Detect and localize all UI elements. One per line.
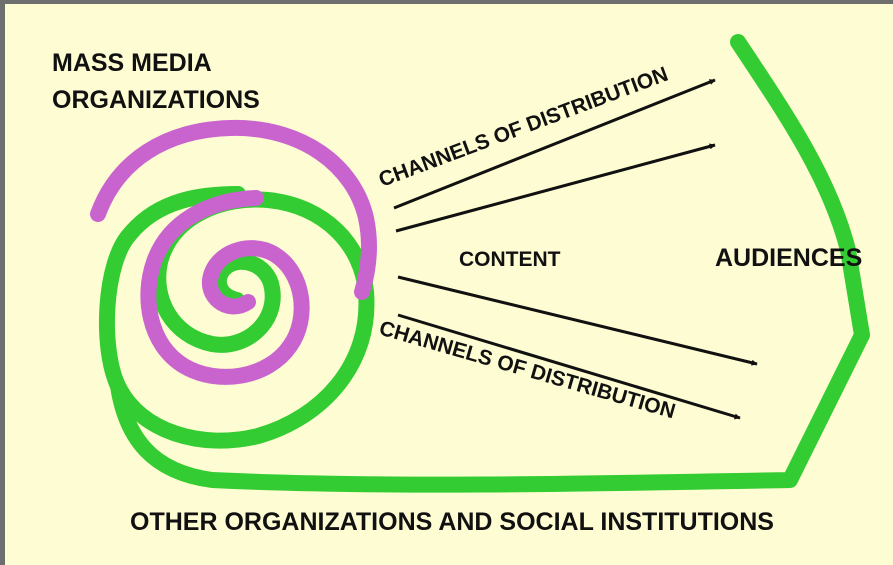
audiences-label: AUDIENCES <box>715 244 862 272</box>
arrow-4 <box>397 313 741 420</box>
diagram-frame-left <box>0 0 5 565</box>
arrow-1 <box>393 78 716 210</box>
content-label: CONTENT <box>459 248 561 271</box>
society-spiral <box>98 186 375 449</box>
society-outer-sweep <box>110 34 870 493</box>
media-spiral <box>140 190 310 385</box>
arrow-3 <box>397 275 758 366</box>
diagram-frame-top <box>0 0 893 4</box>
mass-media-label-line2: ORGANIZATIONS <box>52 86 260 114</box>
media-spiral-top-arc <box>90 119 377 300</box>
other-organizations-label: OTHER ORGANIZATIONS AND SOCIAL INSTITUTI… <box>130 508 774 536</box>
mass-media-label-line1: MASS MEDIA <box>52 49 212 77</box>
arrow-2 <box>395 143 716 233</box>
